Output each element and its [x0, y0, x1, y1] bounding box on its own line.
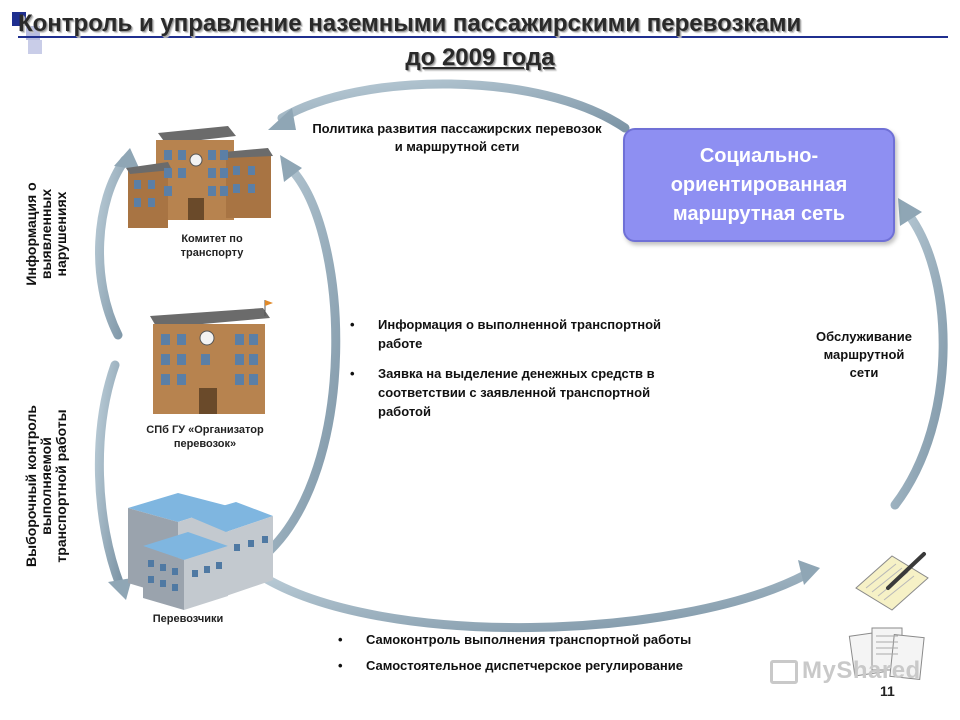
policy-arrow: [277, 79, 630, 133]
decor-line: [18, 36, 948, 38]
violations-info-label: Информация о выявленных нарушениях: [23, 182, 69, 286]
notepad-pen-icon: [855, 552, 929, 611]
arrowhead: [268, 108, 296, 130]
route-service-label: Обслуживание маршрутной сети: [815, 329, 912, 380]
carriers-building-icon: [128, 493, 273, 610]
bottom-bullet-2: • Самостоятельное диспетчерское регулиро…: [338, 656, 786, 675]
middle-bullet-text: Заявка на выделение денежных средств в с…: [378, 366, 655, 419]
slide-title: Контроль и управление наземными пассажир…: [18, 10, 802, 37]
middle-bullet-text: Информация о выполненной транспортной ра…: [378, 317, 662, 351]
bullet-dot: •: [338, 632, 343, 647]
watermark-icon: [770, 659, 798, 684]
bullet-dot: •: [350, 366, 355, 381]
arrowhead: [280, 155, 302, 182]
bottom-bullet-1: • Самоконтроль выполнения транспортной р…: [338, 630, 786, 649]
slide-subtitle: до 2009 года: [405, 44, 555, 71]
arrowhead: [798, 560, 820, 585]
decor-square-dark: [12, 12, 26, 26]
violations-arrow: [95, 155, 130, 340]
carriers-label: Перевозчики: [152, 613, 224, 625]
control-arrow: [94, 360, 125, 590]
bottom-bullet-text: Самостоятельное диспетчерское регулирова…: [366, 658, 683, 673]
arrowhead: [114, 148, 140, 170]
page-number: 11: [880, 683, 895, 699]
committee-label: Комитет по транспорту: [180, 233, 244, 259]
bottom-bullet-text: Самоконтроль выполнения транспортной раб…: [366, 632, 692, 647]
arrowhead: [898, 198, 922, 226]
middle-bullet-2: • Заявка на выделение денежных средств в…: [350, 364, 678, 421]
social-network-box: Социально-ориентированная маршрутная сет…: [623, 128, 895, 242]
watermark-logo: MyShared: [770, 657, 921, 685]
middle-bullet-1: • Информация о выполненной транспортной …: [350, 315, 678, 353]
organizer-building-icon: [150, 300, 273, 414]
arrowhead: [108, 578, 132, 600]
watermark-text: MyShared: [802, 657, 921, 684]
selective-control-label: Выборочный контроль выполняемой транспор…: [23, 405, 69, 567]
committee-building-icon: [126, 126, 273, 228]
documents-icon: [848, 627, 925, 681]
bullet-dot: •: [350, 317, 355, 332]
carriers-arrow: [255, 570, 810, 633]
info-arrow: [260, 163, 341, 560]
organizer-label: СПб ГУ «Организатор перевозок»: [146, 424, 264, 450]
policy-label: Политика развития пассажирских перевозок…: [312, 121, 602, 154]
bullet-dot: •: [338, 658, 343, 673]
route-service-arrow: [890, 205, 948, 510]
decor-square-light: [28, 40, 42, 54]
